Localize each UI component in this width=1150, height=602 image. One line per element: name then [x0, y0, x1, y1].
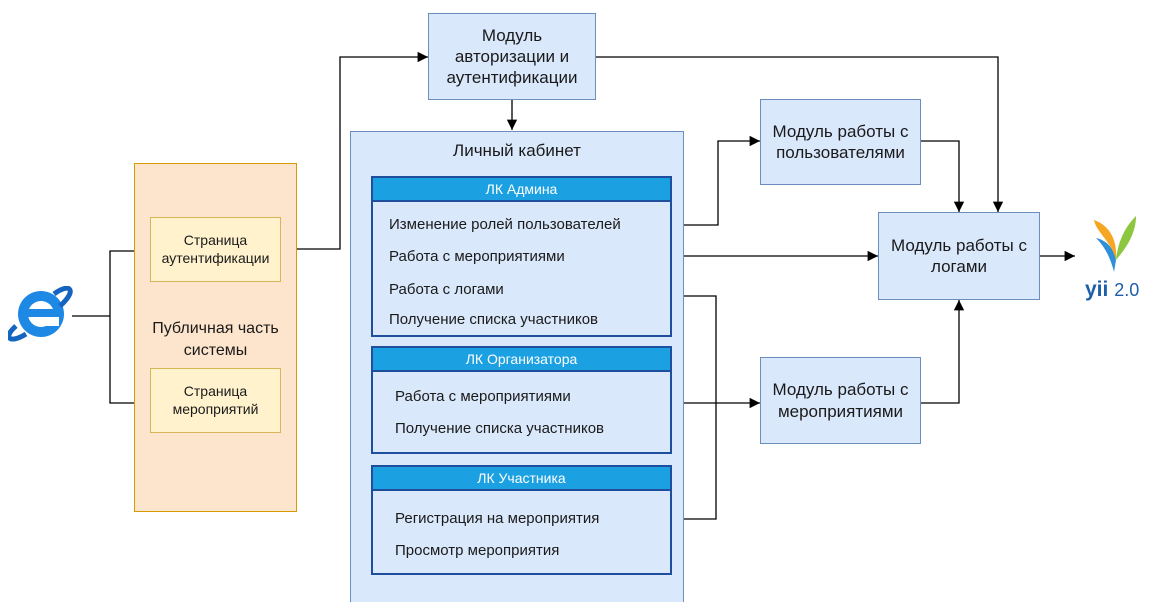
- logs-module-label: Модуль работы с логами: [891, 235, 1027, 276]
- auth-module-box: Модуль авторизации и аутентификации: [428, 13, 596, 100]
- yii-version: 2.0: [1114, 280, 1140, 300]
- lk-organizer-header: ЛК Организатора: [373, 348, 670, 372]
- logs-module-box: Модуль работы с логами: [878, 212, 1040, 300]
- lk-admin-item: Работа с логами: [389, 281, 504, 298]
- yii-logo-icon: [1094, 216, 1136, 272]
- edge-events-logs: [921, 300, 965, 404]
- lk-participant-header: ЛК Участника: [373, 467, 670, 491]
- users-module-label: Модуль работы с пользователями: [772, 121, 909, 162]
- lk-admin-panel: ЛК Админа Изменение ролей пользователей …: [371, 176, 672, 337]
- yii-name: yii: [1085, 278, 1109, 301]
- auth-module-label: Модуль авторизации и аутентификации: [446, 25, 578, 88]
- lk-admin-item: Работа с мероприятиями: [389, 248, 565, 265]
- personal-cabinet-title: Личный кабинет: [453, 141, 581, 160]
- yii-logo-text: yii 2.0: [1085, 278, 1139, 302]
- auth-page-box: Страница аутентификации: [150, 217, 281, 282]
- lk-organizer-panel: ЛК Организатора Работа с мероприятиями П…: [371, 346, 672, 454]
- users-module-box: Модуль работы с пользователями: [760, 99, 921, 185]
- lk-participant-item: Просмотр мероприятия: [395, 542, 560, 559]
- events-page-label: Страница мероприятий: [172, 383, 259, 417]
- edge-users-logs: [921, 140, 965, 212]
- edge-auth-module-logs: [596, 56, 1004, 212]
- lk-organizer-item: Получение списка участников: [395, 420, 605, 437]
- lk-participant-item: Регистрация на мероприятия: [395, 510, 600, 527]
- public-part-label: Публичная часть системы: [152, 320, 279, 359]
- lk-participant-panel: ЛК Участника Регистрация на мероприятия …: [371, 465, 672, 575]
- auth-page-label: Страница аутентификации: [161, 232, 270, 266]
- lk-organizer-item: Работа с мероприятиями: [395, 388, 571, 405]
- lk-admin-item: Изменение ролей пользователей: [389, 216, 621, 233]
- edge-admin-logs-events: [672, 295, 717, 520]
- internet-explorer-icon: [8, 286, 73, 342]
- edge-auth-page-auth-module: [281, 51, 428, 250]
- events-page-box: Страница мероприятий: [150, 368, 281, 433]
- events-module-label: Модуль работы с мероприятиями: [772, 380, 909, 421]
- lk-admin-header: ЛК Админа: [373, 178, 670, 202]
- edge-admin-users: [672, 135, 760, 226]
- events-module-box: Модуль работы с мероприятиями: [760, 357, 921, 444]
- lk-admin-item: Получение списка участников: [389, 311, 599, 328]
